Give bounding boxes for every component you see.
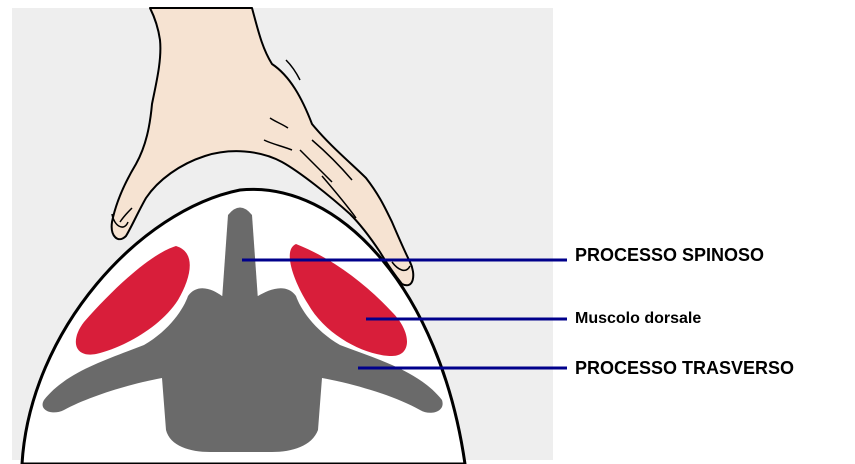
label-spinous-process: PROCESSO SPINOSO	[575, 245, 764, 266]
label-transverse-process: PROCESSO TRASVERSO	[575, 358, 794, 379]
label-dorsal-muscle: Muscolo dorsale	[575, 310, 701, 328]
